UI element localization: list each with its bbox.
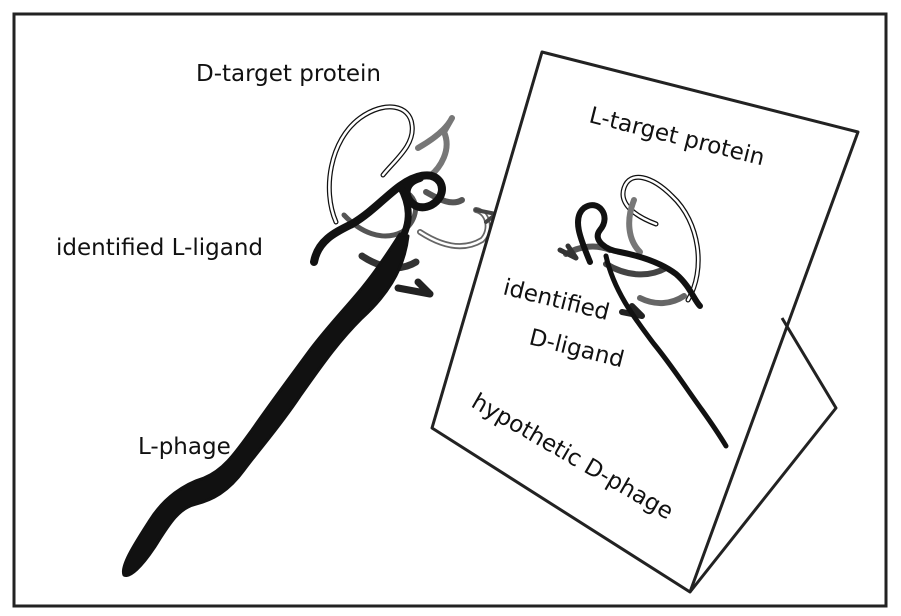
label-identified-l-ligand: identified L-ligand <box>56 235 263 261</box>
label-d-target-protein: D-target protein <box>196 61 381 87</box>
label-l-phage: L-phage <box>138 434 231 460</box>
l-phage-body <box>123 234 408 575</box>
